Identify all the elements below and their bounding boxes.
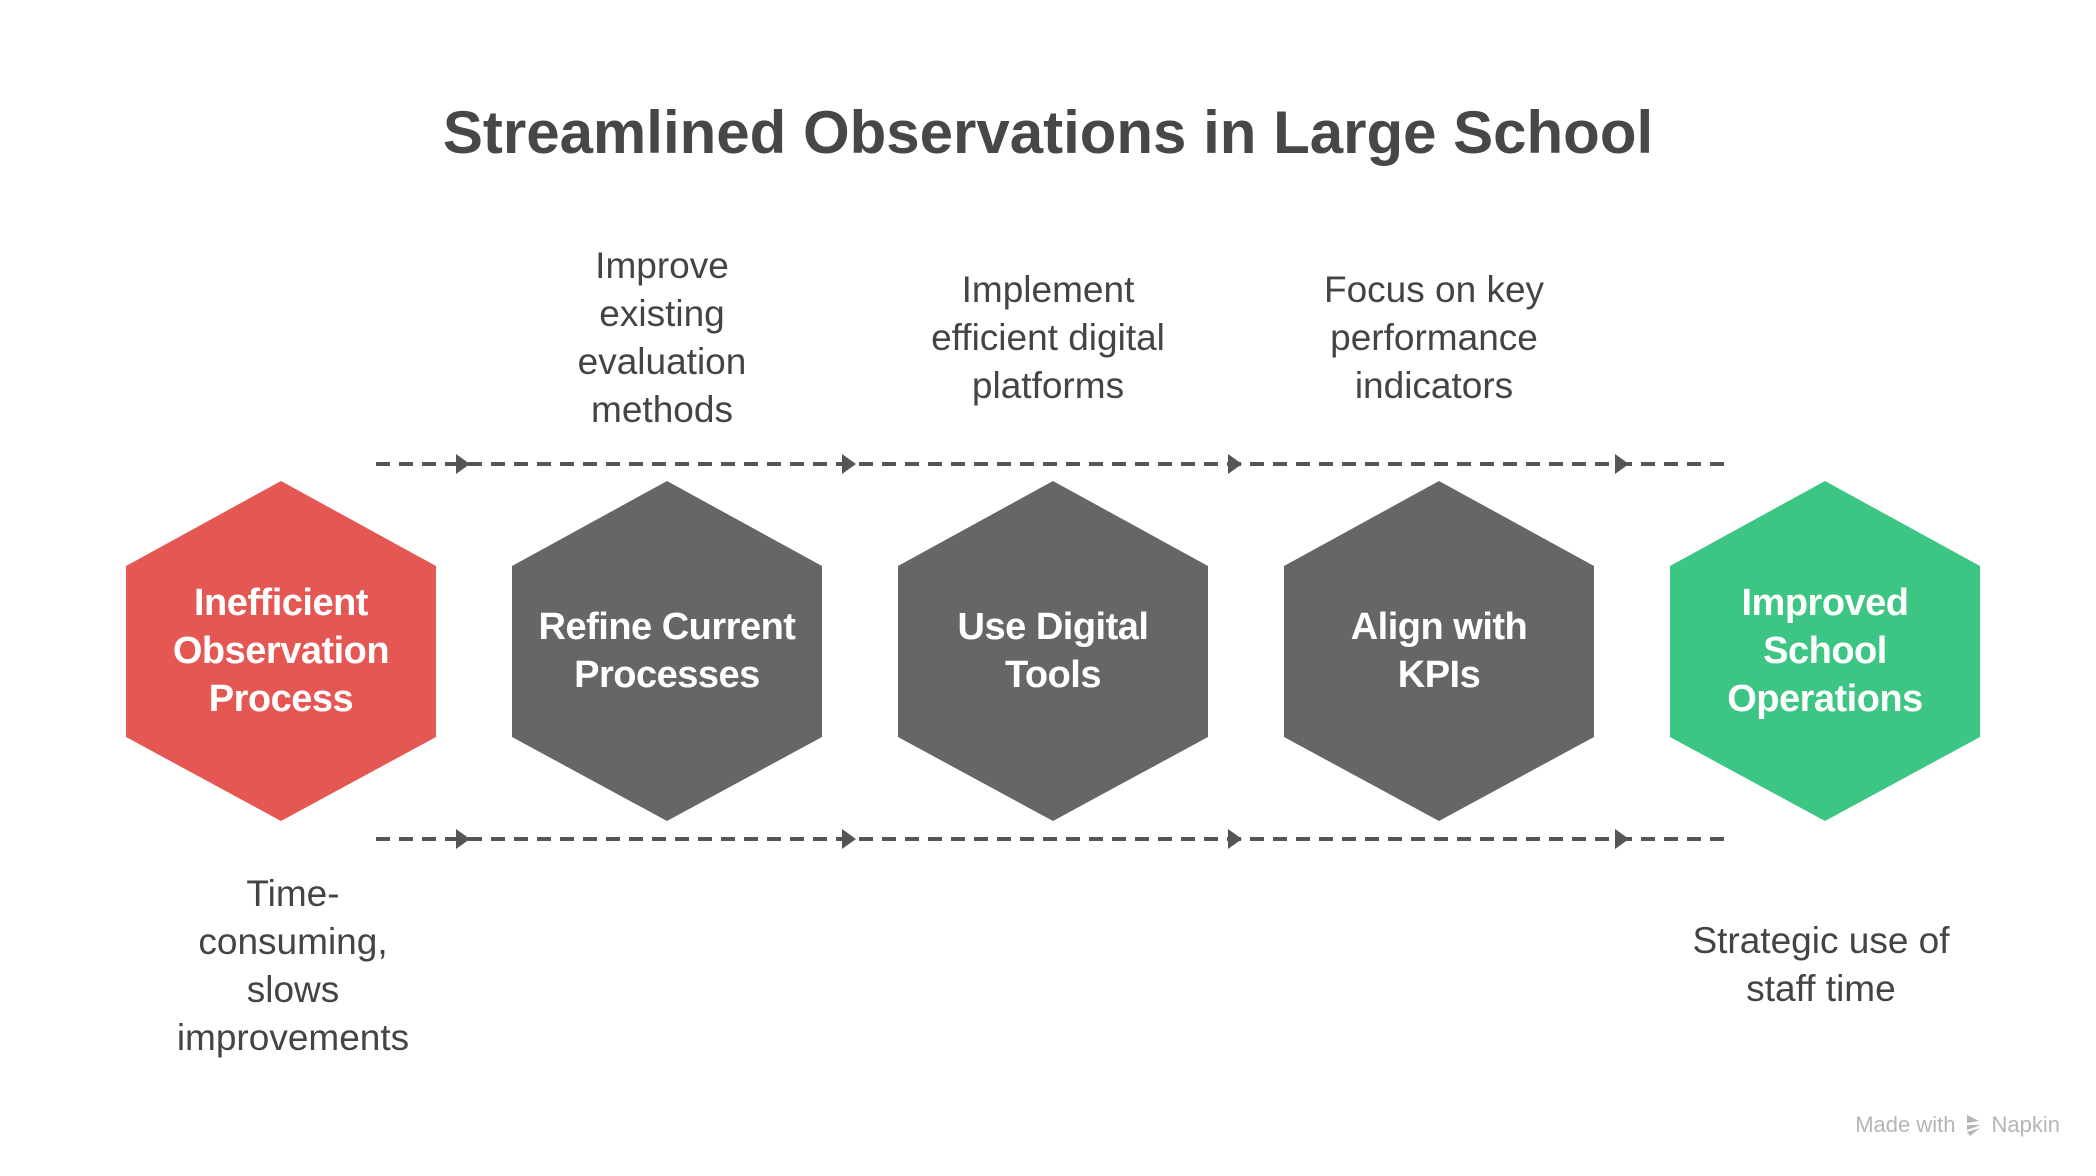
made-with-text: Made with	[1855, 1112, 1956, 1137]
bottom-note-start: Time- consuming, slows improvements	[176, 873, 410, 1058]
step-label: Refine Current Processes	[538, 606, 796, 696]
step-label: Inefficient Observation Process	[172, 582, 390, 720]
diagram-title: Streamlined Observations in Large School	[442, 99, 1654, 166]
arrow-icon	[456, 829, 470, 849]
hexagon-shape	[898, 481, 1208, 821]
step-hexagon-1: Inefficient Observation Process	[126, 481, 436, 821]
step-hexagon-4: Align with KPIs	[1284, 481, 1594, 821]
top-note-2: Implement efficient digital platforms	[931, 269, 1165, 406]
hexagon-shape	[512, 481, 822, 821]
arrow-icon	[842, 454, 856, 474]
arrow-icon	[842, 829, 856, 849]
arrow-icon	[1228, 829, 1242, 849]
arrow-icon	[1615, 829, 1629, 849]
arrow-icon	[1228, 454, 1242, 474]
step-hexagon-3: Use Digital Tools	[898, 481, 1208, 821]
made-with-napkin-credit: Made with Napkin	[1855, 1112, 2060, 1138]
napkin-brand-text: Napkin	[1991, 1112, 2060, 1137]
step-label: Align with KPIs	[1350, 606, 1528, 696]
top-note-3: Focus on key performance indicators	[1323, 269, 1545, 406]
step-hexagon-5: Improved School Operations	[1670, 481, 1980, 821]
bottom-note-end: Strategic use of staff time	[1692, 920, 1950, 1009]
step-label: Use Digital Tools	[957, 606, 1149, 696]
arrow-icon	[1615, 454, 1629, 474]
hexagon-shape	[1670, 481, 1980, 821]
napkin-logo-icon	[1966, 1115, 1981, 1136]
arrow-icon	[456, 454, 470, 474]
step-label: Improved School Operations	[1727, 582, 1923, 720]
hexagon-shape	[1284, 481, 1594, 821]
top-note-1: Improve existing evaluation methods	[577, 245, 747, 430]
hexagon-shape	[126, 481, 436, 821]
step-hexagon-2: Refine Current Processes	[512, 481, 822, 821]
